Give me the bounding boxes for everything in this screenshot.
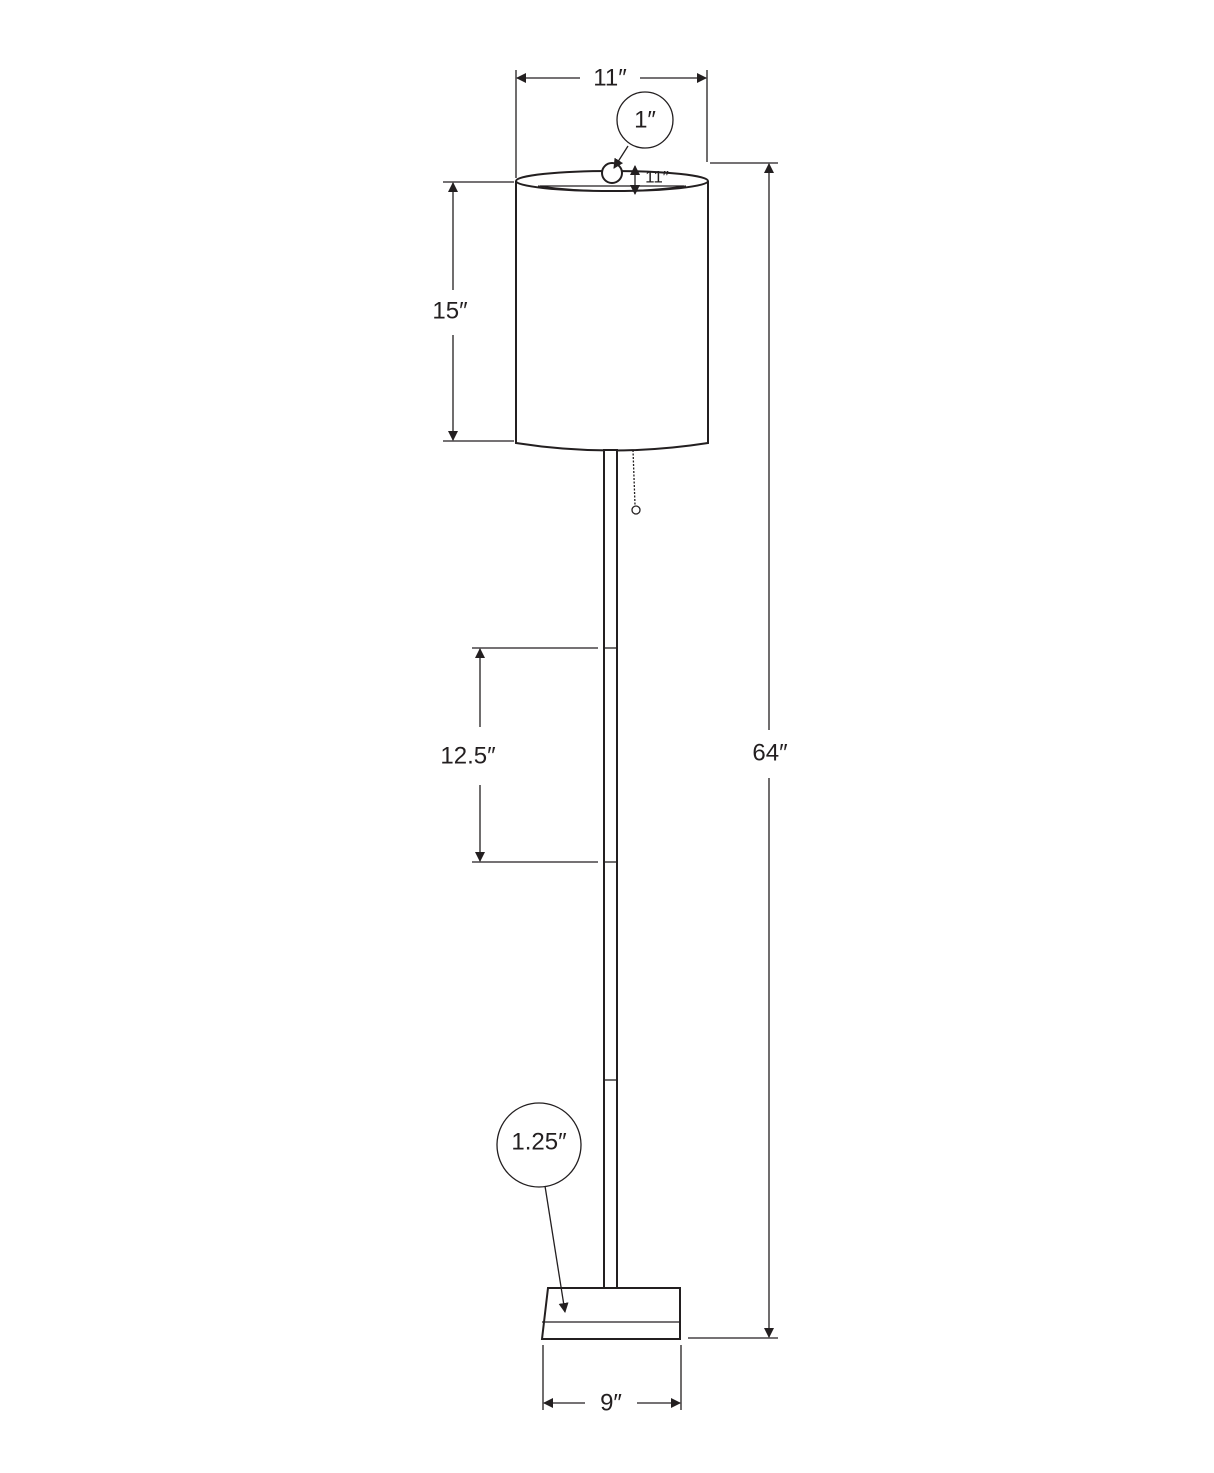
shade-height-label: 15″	[432, 297, 468, 324]
finial-label: 1″	[634, 106, 656, 133]
base-width-dimension: 9″	[542, 1345, 682, 1416]
shade-top-depth-dimension: 11″	[630, 165, 669, 195]
shade-width-dimension: 11″	[515, 64, 708, 178]
lamp-pole	[603, 449, 618, 1309]
pole-segment-dimension: 12.5″	[440, 647, 598, 863]
total-height-dimension: 64″	[688, 162, 788, 1339]
shade-top-depth-label: 11″	[645, 167, 669, 186]
pole-diameter-callout: 1.25″	[496, 1102, 582, 1313]
total-height-label: 64″	[752, 739, 788, 766]
base-width-label: 9″	[600, 1389, 622, 1416]
pull-chain	[631, 449, 641, 515]
shade-width-label: 11″	[593, 64, 627, 91]
finial	[601, 162, 623, 184]
finial-callout: 1″	[613, 91, 674, 169]
lamp-shade	[515, 170, 709, 452]
pole-segment-label: 12.5″	[440, 742, 496, 769]
shade-height-dimension: 15″	[432, 181, 514, 442]
lamp-base	[540, 1287, 681, 1340]
pole-diameter-label: 1.25″	[511, 1128, 567, 1155]
